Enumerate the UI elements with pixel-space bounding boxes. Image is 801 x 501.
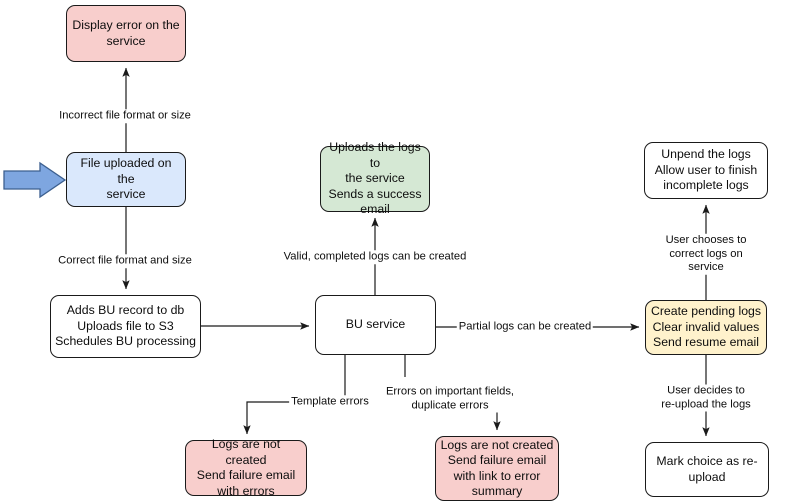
edge-label-template-errors: Template errors (289, 395, 371, 409)
edge-label-incorrect-file-format: Incorrect file format or size (57, 109, 193, 123)
node-unpend-logs[interactable]: Unpend the logs Allow user to finish inc… (644, 142, 768, 199)
edge-label-valid-completed-logs: Valid, completed logs can be created (281, 250, 469, 264)
node-display-error[interactable]: Display error on the service (66, 5, 186, 62)
edge-label-user-corrects-logs: User chooses to correct logs on service (658, 233, 754, 275)
node-mark-choice-as-reupload[interactable]: Mark choice as re- upload (645, 442, 769, 497)
edge-label-correct-file-format: Correct file format and size (56, 254, 194, 268)
edge-label-user-reuploads-logs: User decides to re-upload the logs (658, 384, 754, 412)
node-uploads-logs-success[interactable]: Uploads the logs to the service Sends a … (320, 140, 430, 216)
node-create-pending-logs[interactable]: Create pending logs Clear invalid values… (645, 300, 767, 355)
edge-label-errors-important-fields: Errors on important fields, duplicate er… (383, 385, 517, 413)
node-file-uploaded-on-service[interactable]: File uploaded on the service (66, 152, 186, 207)
node-logs-not-created-field-errors[interactable]: Logs are not created Send failure email … (435, 436, 559, 501)
node-logs-not-created-template-errors[interactable]: Logs are not created Send failure email … (185, 437, 307, 498)
entry-arrow (3, 161, 67, 199)
node-adds-bu-record[interactable]: Adds BU record to db Uploads file to S3 … (50, 295, 201, 358)
node-bu-service[interactable]: BU service (315, 295, 436, 355)
edge-bu-service-to-logs-not-created-fields (404, 355, 501, 431)
edge-label-partial-logs: Partial logs can be created (456, 320, 594, 334)
